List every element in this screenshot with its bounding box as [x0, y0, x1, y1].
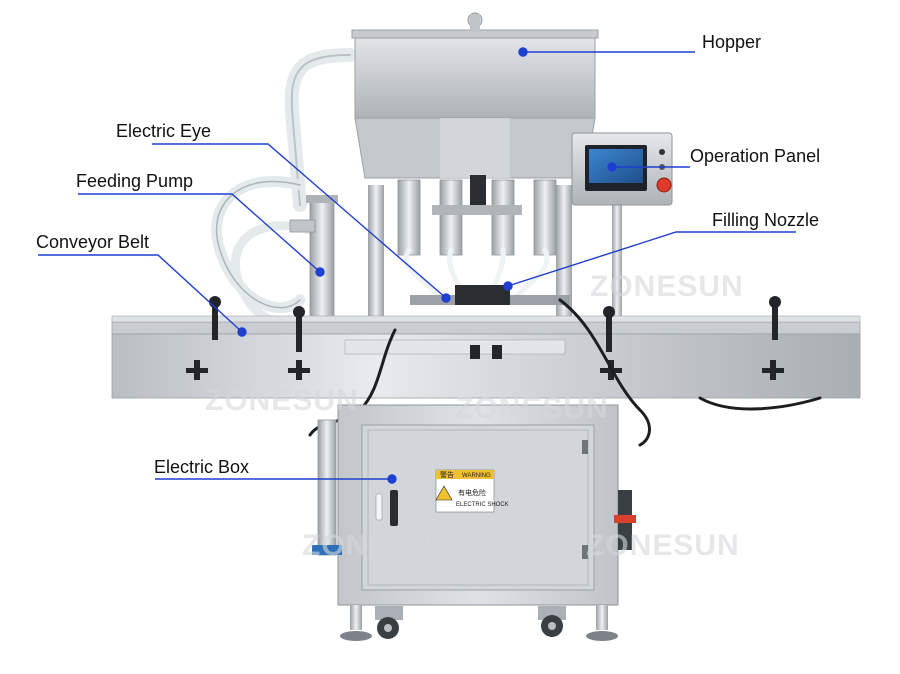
- leader-lines: [38, 47, 796, 484]
- door-handle: [390, 490, 398, 526]
- left-column: [368, 185, 384, 335]
- warning-sticker: 警告 WARNING 有电危险 ELECTRIC SHOCK: [435, 469, 509, 513]
- watermarks: ZONESUN ZONESUN ZONESUN ZONESUN ZONESUN: [205, 270, 744, 562]
- label-electric-box: Electric Box: [154, 457, 249, 477]
- conveyor: [111, 315, 861, 399]
- label-electric-eye: Electric Eye: [116, 121, 211, 141]
- watermark-text: ZONESUN: [302, 529, 456, 562]
- feeding-pump-body: [289, 195, 338, 334]
- leader-electric-eye: [152, 143, 451, 303]
- hopper-tank: [351, 12, 599, 179]
- warning-body-en: ELECTRIC SHOCK: [456, 502, 509, 508]
- estop-button: [656, 177, 672, 193]
- leader-conveyor-belt: [38, 254, 247, 337]
- watermark-text: ZONESUN: [590, 270, 744, 303]
- leader-feeding-pump: [78, 193, 325, 277]
- piston-cylinders: [397, 175, 557, 256]
- nozzle-head: [455, 285, 510, 305]
- warning-header-en: WARNING: [462, 473, 491, 479]
- operation-panel-box: [571, 132, 673, 206]
- leader-filling-nozzle: [503, 231, 796, 291]
- label-feeding-pump: Feeding Pump: [76, 171, 193, 191]
- label-filling-nozzle: Filling Nozzle: [712, 210, 819, 230]
- label-conveyor-belt: Conveyor Belt: [36, 232, 149, 252]
- leader-hopper: [518, 47, 695, 57]
- warning-body-cn: 有电危险: [458, 488, 486, 497]
- panel-post: [612, 200, 622, 335]
- label-hopper: Hopper: [702, 32, 761, 52]
- watermark-text: ZONESUN: [586, 529, 740, 562]
- leader-electric-box: [155, 474, 397, 484]
- electric-box-cabinet: 警告 WARNING 有电危险 ELECTRIC SHOCK: [337, 404, 619, 606]
- machine: 警告 WARNING 有电危险 ELECTRIC SHOCK: [111, 12, 861, 641]
- watermark-text: ZONESUN: [205, 384, 359, 417]
- warning-header-cn: 警告: [440, 470, 454, 479]
- legs-casters: [340, 605, 618, 641]
- watermark-text: ZONESUN: [455, 392, 609, 425]
- callout-labels: Hopper Electric Eye Feeding Pump Conveyo…: [36, 32, 820, 477]
- leader-operation-panel: [607, 162, 690, 172]
- label-operation-panel: Operation Panel: [690, 146, 820, 166]
- right-column: [556, 185, 572, 335]
